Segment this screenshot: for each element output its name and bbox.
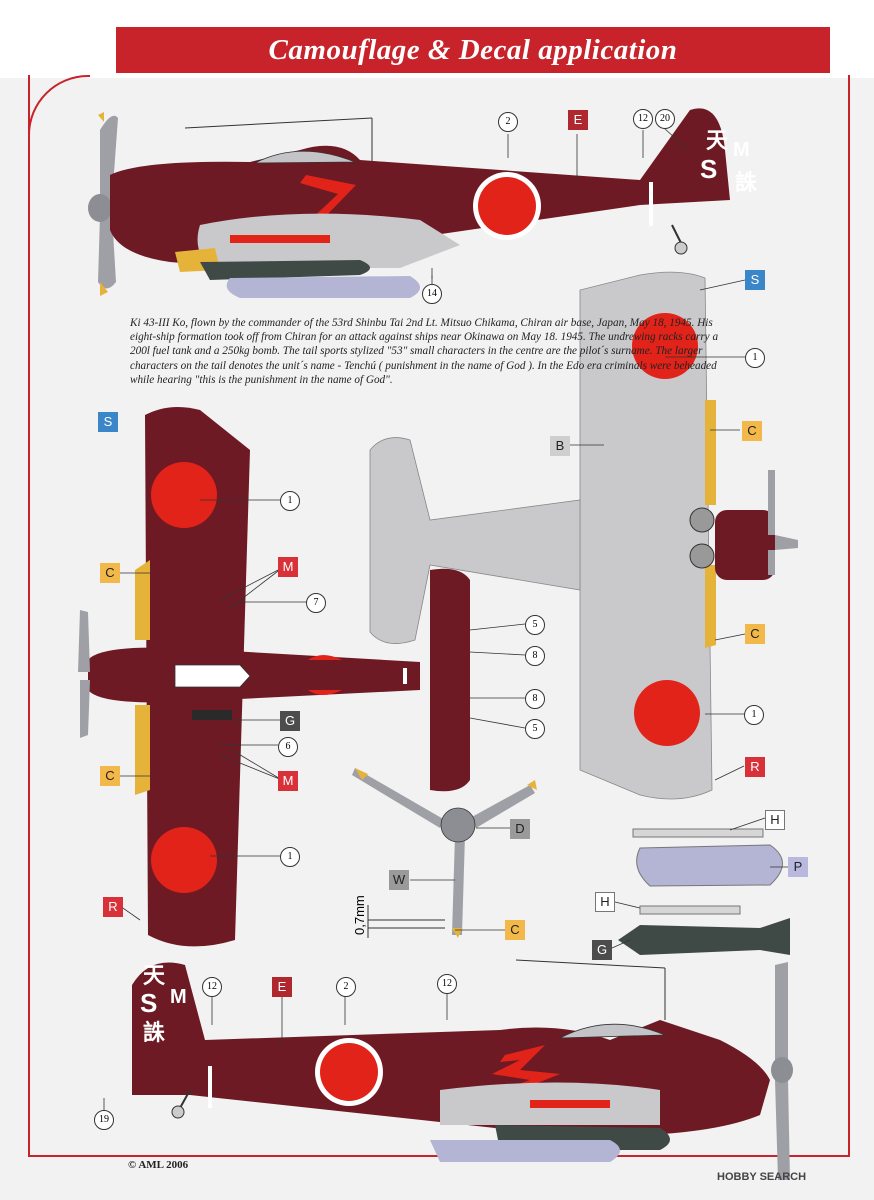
callout-12: 12 (633, 109, 653, 129)
svg-text:誅: 誅 (143, 1020, 165, 1045)
svg-text:天: 天 (143, 963, 166, 988)
callout-12: 12 (202, 977, 222, 997)
bomb (618, 918, 790, 955)
hinomaru (151, 462, 217, 528)
watermark: HOBBY SEARCH (717, 1171, 807, 1183)
chip-S: S (745, 270, 765, 290)
chip-C: C (742, 421, 762, 441)
bomb (200, 260, 370, 280)
chip-C: C (100, 766, 120, 786)
engine-cowling (715, 510, 775, 580)
canopy (559, 1023, 666, 1039)
chip-R: R (745, 757, 765, 777)
callout-5: 5 (525, 615, 545, 635)
callout-12: 12 (437, 974, 457, 994)
svg-text:M: M (170, 986, 187, 1008)
chip-E: E (568, 110, 588, 130)
chip-C: C (745, 624, 765, 644)
top-view-plane (78, 406, 470, 947)
dimension-label: 0,7mm (352, 895, 367, 935)
chip-H: H (765, 810, 785, 830)
callout-1: 1 (745, 348, 765, 368)
chip-P: P (788, 857, 808, 877)
callout-2: 2 (336, 977, 356, 997)
chip-W: W (389, 870, 409, 890)
chip-M: M (278, 557, 298, 577)
spinner (88, 194, 112, 222)
canopy (254, 150, 356, 164)
chip-G: G (280, 711, 300, 731)
hinomaru (320, 1043, 378, 1101)
canopy-top (174, 664, 251, 688)
hinomaru (151, 827, 217, 893)
fuel-tank (636, 844, 783, 887)
copyright: © AML 2006 (128, 1159, 189, 1171)
svg-text:S: S (140, 988, 157, 1018)
bottom-view-plane (369, 271, 798, 800)
chip-H: H (595, 892, 615, 912)
side-view-bottom: 天 M S 誅 (132, 959, 793, 1180)
chip-E: E (272, 977, 292, 997)
leader-lines (103, 127, 788, 1110)
callout-6: 6 (278, 737, 298, 757)
svg-text:M: M (733, 139, 750, 161)
svg-text:誅: 誅 (735, 170, 757, 195)
svg-text:S: S (700, 154, 717, 184)
fuel-tank (430, 1140, 620, 1162)
header-banner: Camouflage & Decal application (0, 0, 874, 78)
chip-D: D (510, 819, 530, 839)
callout-19: 19 (94, 1110, 114, 1130)
callout-5: 5 (525, 719, 545, 739)
callout-1: 1 (744, 705, 764, 725)
wing-bottom (579, 271, 713, 800)
tailplane-top (430, 568, 470, 792)
stores-detail (618, 828, 790, 955)
chip-R: R (103, 897, 123, 917)
callout-1: 1 (280, 847, 300, 867)
tailplane-bottom (369, 437, 581, 644)
callout-8: 8 (525, 689, 545, 709)
chip-C: C (100, 563, 120, 583)
callout-14: 14 (422, 284, 442, 304)
callout-8: 8 (525, 646, 545, 666)
page-title: Camouflage & Decal application (268, 34, 678, 66)
propeller-blade (98, 215, 116, 289)
hinomaru (634, 680, 700, 746)
chip-C: C (505, 920, 525, 940)
chip-S: S (98, 412, 118, 432)
fuel-tank (226, 276, 420, 298)
side-view-top: 天 M S 誅 (88, 108, 757, 298)
propeller-detail (352, 768, 537, 938)
title-bar (116, 27, 830, 73)
callout-2: 2 (498, 112, 518, 132)
chip-B: B (550, 436, 570, 456)
callout-20: 20 (655, 109, 675, 129)
callout-7: 7 (306, 593, 326, 613)
hinomaru (632, 313, 698, 379)
chip-G: G (592, 940, 612, 960)
fuselage-top (88, 647, 420, 703)
callout-1: 1 (280, 491, 300, 511)
chip-M: M (278, 771, 298, 791)
description-text: Ki 43-III Ko, flown by the commander of … (130, 317, 719, 386)
hinomaru (478, 177, 536, 235)
svg-text:天: 天 (706, 128, 729, 153)
